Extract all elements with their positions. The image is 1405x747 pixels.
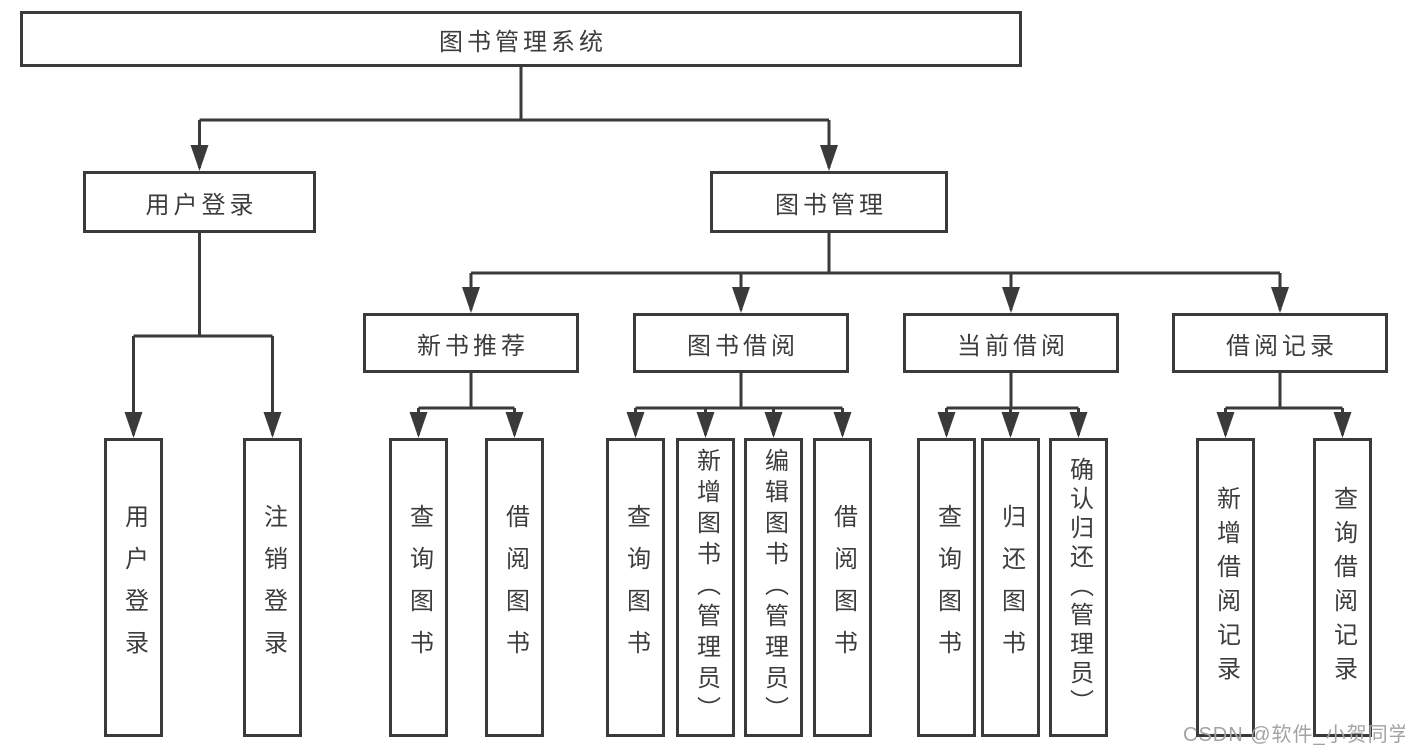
node-label: 当前借阅 — [957, 332, 1069, 360]
node-label: 借阅图书 — [501, 503, 529, 672]
leaf-query-books-2: 查询图书 — [606, 438, 665, 737]
node-label: 查询借阅记录 — [1329, 485, 1357, 690]
leaf-borrow-books-1: 借阅图书 — [485, 438, 544, 737]
node-label: 确认归还（管理员） — [1065, 457, 1093, 718]
node-label: 归还图书 — [997, 503, 1025, 672]
node-book-borrowing: 图书借阅 — [633, 313, 849, 373]
leaf-query-borrow-record: 查询借阅记录 — [1313, 438, 1372, 737]
node-label: 用户登录 — [120, 503, 148, 672]
node-label: 编辑图书（管理员） — [760, 448, 788, 727]
node-label: 注销登录 — [259, 503, 287, 672]
leaf-borrow-books-2: 借阅图书 — [813, 438, 872, 737]
node-label: 查询图书 — [933, 503, 961, 672]
leaf-add-borrow-record: 新增借阅记录 — [1196, 438, 1255, 737]
leaf-return-books: 归还图书 — [981, 438, 1040, 737]
csdn-watermark: CSDN @软件_小贺同学 — [1183, 724, 1405, 746]
leaf-confirm-return-admin: 确认归还（管理员） — [1049, 438, 1108, 737]
arrowheads — [124, 145, 1352, 438]
node-label: 新增借阅记录 — [1212, 485, 1240, 690]
node-label: 新书推荐 — [417, 332, 529, 360]
node-current-borrowing: 当前借阅 — [903, 313, 1119, 373]
node-library-management-system: 图书管理系统 — [20, 11, 1022, 67]
node-new-book-recommend: 新书推荐 — [363, 313, 579, 373]
node-label: 借阅记录 — [1226, 332, 1338, 360]
leaf-logout: 注销登录 — [243, 438, 302, 737]
node-label: 用户登录 — [145, 191, 258, 219]
node-label: 图书管理 — [775, 191, 887, 219]
leaf-edit-books-admin: 编辑图书（管理员） — [744, 438, 803, 737]
node-borrow-records: 借阅记录 — [1172, 313, 1388, 373]
leaf-query-books-3: 查询图书 — [917, 438, 976, 737]
node-label: 新增图书（管理员） — [692, 448, 720, 727]
node-label: 图书管理系统 — [439, 28, 607, 56]
node-label: 图书借阅 — [687, 332, 799, 360]
leaf-add-books-admin: 新增图书（管理员） — [676, 438, 735, 737]
leaf-user-login: 用户登录 — [104, 438, 163, 737]
node-label: 借阅图书 — [829, 503, 857, 672]
leaf-query-books-1: 查询图书 — [389, 438, 448, 737]
node-book-management: 图书管理 — [710, 171, 948, 233]
node-user-login: 用户登录 — [83, 171, 316, 233]
node-label: 查询图书 — [405, 503, 433, 672]
node-label: 查询图书 — [622, 503, 650, 672]
